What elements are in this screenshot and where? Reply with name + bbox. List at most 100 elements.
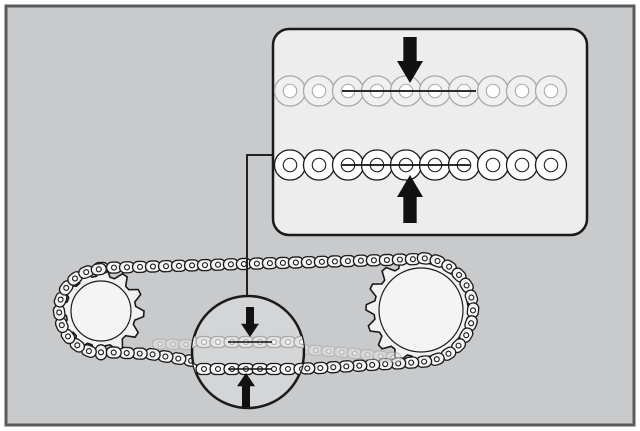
inset-lower-link xyxy=(534,149,568,181)
inset-chain-detail xyxy=(273,75,568,181)
chain-link xyxy=(325,360,342,374)
chain-link-pin xyxy=(123,349,130,357)
chain-link xyxy=(118,261,136,274)
chain-link-pin xyxy=(331,258,338,265)
chain-link-pin xyxy=(463,332,470,339)
chain-link-pin xyxy=(463,282,470,289)
chain-link-pin xyxy=(110,349,117,356)
inset-upper-link xyxy=(273,75,307,107)
chain-link xyxy=(131,260,149,274)
ghost-link xyxy=(333,346,350,359)
ghost-link xyxy=(346,347,363,360)
chain-link-pin xyxy=(253,260,260,267)
inset-upper-link-pin xyxy=(543,83,559,99)
chain-link-pin xyxy=(408,359,415,366)
chain-link-pin xyxy=(455,342,462,349)
inset-lower-link-pin xyxy=(311,157,327,173)
chain-link-pin xyxy=(136,350,143,357)
chain-link xyxy=(196,258,214,272)
mag-lower-link-pin xyxy=(214,365,222,373)
mag-upper-link-pin xyxy=(214,338,222,346)
chain-link xyxy=(403,356,420,369)
chain-link-pin xyxy=(201,262,209,269)
chain-link xyxy=(261,256,279,270)
chain-slack-magnifier xyxy=(190,294,306,410)
chain-link-pin xyxy=(149,263,157,270)
down-arrow-shape xyxy=(397,37,423,83)
chain-link-pin xyxy=(409,256,416,263)
chain-link-pin xyxy=(396,256,403,263)
chain-link-pin xyxy=(383,256,390,264)
chain-link-pin xyxy=(97,349,105,356)
inset-upper-link xyxy=(302,75,336,107)
chain-link xyxy=(459,277,474,294)
ghost-link-pin xyxy=(338,349,345,356)
chain-link-pin xyxy=(344,258,351,265)
magnifier-chain-detail xyxy=(192,335,304,376)
chain-link-pin xyxy=(56,309,63,316)
mag-upper-link-pin xyxy=(270,338,278,346)
chain-link xyxy=(287,256,305,269)
up-arrow-icon xyxy=(237,373,255,407)
chain-link xyxy=(364,358,381,372)
ghost-link xyxy=(151,338,169,350)
chain-link-pin xyxy=(188,262,196,269)
chain-link-pin xyxy=(175,262,183,269)
inset-upper-link-pin xyxy=(282,83,298,99)
chain-link-pin xyxy=(63,284,70,291)
chain-link-pin xyxy=(305,259,312,266)
ghost-link-pin xyxy=(312,347,319,354)
chain-link-pin xyxy=(292,259,299,266)
chain-link-pin xyxy=(445,350,452,357)
chain-link-pin xyxy=(468,294,475,301)
down-arrow-icon xyxy=(241,307,259,337)
ghost-link-pin xyxy=(390,354,397,361)
chain-link-pin xyxy=(95,266,102,273)
chain-link xyxy=(105,346,122,359)
inset-lower-link-pin xyxy=(485,157,501,173)
chain-link-pin xyxy=(110,264,118,271)
inset-upper-link xyxy=(476,75,510,107)
chain-link-pin xyxy=(382,361,389,368)
inset-upper-link-pin xyxy=(311,83,327,99)
mag-upper-link-pin xyxy=(200,338,208,346)
chain-link xyxy=(274,256,292,270)
mag-lower-link-pin xyxy=(270,365,278,373)
mag-lower-link xyxy=(209,362,227,376)
chain-link-pin xyxy=(57,296,64,303)
chain-link xyxy=(300,255,318,269)
chain-link-pin xyxy=(175,355,182,362)
rear-sprocket-hub xyxy=(378,267,464,353)
chain-link-pin xyxy=(279,259,286,266)
magnifier-ring xyxy=(190,294,306,410)
chain-link xyxy=(157,350,174,363)
mag-upper-link-pin xyxy=(284,338,292,346)
chain-link-pin xyxy=(83,269,90,276)
chain-link-pin xyxy=(71,275,79,282)
inset-upper-link-pin xyxy=(514,83,530,99)
mag-lower-link-pin xyxy=(200,365,208,373)
chain-link xyxy=(144,260,162,273)
ghost-link-pin xyxy=(377,353,384,359)
chain-link xyxy=(78,265,95,280)
chain-link-pin xyxy=(162,353,169,360)
mag-lower-link xyxy=(195,362,213,376)
inset-upper-link-pin xyxy=(485,83,501,99)
ghost-link-pin xyxy=(157,341,163,347)
chain-link-pin xyxy=(469,307,477,314)
chain-link-pin xyxy=(162,263,170,270)
chain-link-pin xyxy=(468,320,475,327)
ghost-link-pin xyxy=(170,341,176,348)
ghost-link xyxy=(307,344,324,357)
chain-link xyxy=(378,253,396,267)
chain-link-pin xyxy=(58,322,65,329)
chain-link-pin xyxy=(149,351,156,358)
ghost-link-pin xyxy=(364,351,371,358)
inset-upper-link xyxy=(534,75,568,107)
inset-callout xyxy=(271,27,589,237)
chain-link-pin xyxy=(74,342,81,349)
inset-lower-link xyxy=(476,149,510,181)
ghost-link-pin xyxy=(325,348,332,355)
chain-link-pin xyxy=(433,356,440,363)
chain-link-pin xyxy=(85,348,92,355)
